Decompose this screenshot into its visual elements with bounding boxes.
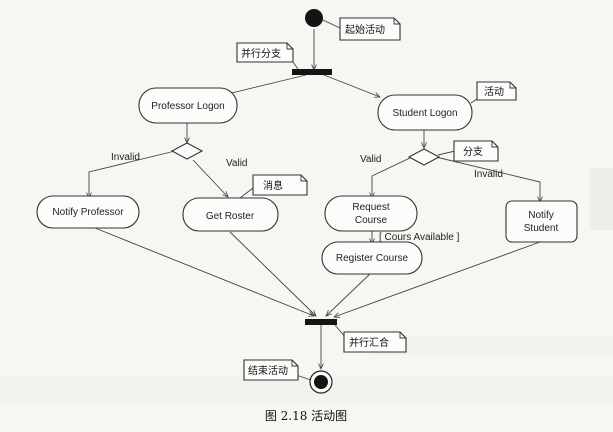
activity-label: Student Logon: [392, 108, 457, 119]
activity-label: Notify Professor: [52, 207, 124, 218]
decision-student: [407, 148, 441, 166]
edge-stud-decision-request-course: [372, 156, 413, 198]
edge-notify-professor-join: [89, 225, 314, 316]
activity-label-line1: Request: [352, 202, 389, 213]
note-end: 结束活动: [243, 359, 312, 381]
edges: [89, 29, 540, 369]
note-label: 消息: [263, 179, 283, 192]
note-fork: 并行分支: [236, 42, 299, 70]
activity-register-course: Register Course: [321, 241, 423, 275]
edge-prof-decision-get-roster: [192, 159, 228, 197]
note-label: 分支: [463, 146, 483, 158]
activity-label-line1: Notify: [528, 210, 554, 221]
activity-get-roster: Get Roster: [182, 197, 279, 232]
figure-caption: 图 2.18 活动图: [265, 409, 347, 423]
guard-stud-valid: Valid: [360, 154, 382, 165]
edge-prof-decision-notify-professor: [89, 150, 176, 198]
guard-prof-invalid: Invalid: [111, 152, 140, 163]
note-message: 消息: [239, 174, 308, 199]
final-node: [309, 370, 333, 394]
background-bleed-text: [0, 168, 613, 405]
edge-notify-student-join: [334, 241, 541, 317]
note-activity: 活动: [470, 81, 517, 104]
join-bar: [305, 319, 337, 325]
edge-stud-decision-notify-student: [435, 156, 540, 202]
guard-course-available: [ Cours Available ]: [379, 232, 460, 243]
activity-label-line2: Course: [355, 215, 388, 226]
initial-node: [305, 9, 323, 27]
guard-stud-invalid: Invalid: [474, 169, 503, 180]
note-branch: 分支: [437, 140, 499, 162]
activity-notify-student: Notify Student: [505, 200, 578, 243]
activity-student-logon: Student Logon: [377, 94, 473, 131]
activity-label: Get Roster: [206, 211, 255, 222]
guard-prof-valid: Valid: [226, 158, 248, 169]
note-label: 起始活动: [345, 23, 385, 36]
note-label: 活动: [484, 86, 504, 98]
note-label: 并行汇合: [349, 336, 389, 349]
note-start: 起始活动: [322, 17, 401, 41]
edge-register-course-join: [326, 271, 373, 316]
note-label: 并行分支: [241, 47, 281, 60]
note-label: 结束活动: [248, 364, 288, 377]
activity-label-line2: Student: [524, 223, 559, 234]
fork-bar: [292, 69, 332, 75]
note-join: 并行汇合: [334, 324, 407, 353]
edge-fork-student-logon: [323, 74, 380, 97]
edge-get-roster-join: [229, 231, 316, 316]
activity-label: Register Course: [336, 253, 409, 264]
activity-professor-logon: Professor Logon: [138, 87, 238, 124]
activity-notify-professor: Notify Professor: [36, 195, 140, 229]
activity-label: Professor Logon: [151, 101, 224, 112]
activity-request-course: Request Course: [324, 195, 418, 232]
decision-professor: [170, 142, 204, 160]
